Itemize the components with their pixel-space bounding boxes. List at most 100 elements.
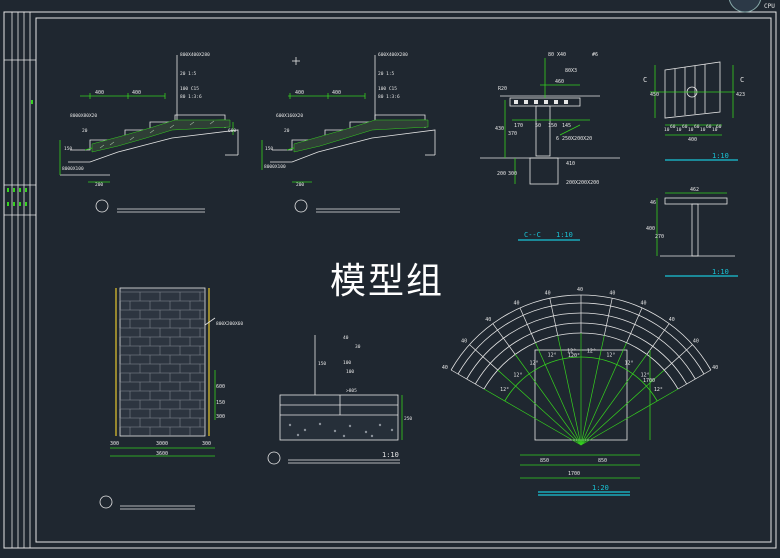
section-title: C--C [524,231,541,239]
title-block-strip [4,12,36,548]
dim-label: 400 [132,90,141,96]
dim-label: 270 [655,234,664,240]
dim-label: 462 [690,187,699,193]
dim-label: 150 [548,123,557,129]
dim-label: 80 X40 [548,52,566,58]
outer-dim-label: 40 [545,290,551,296]
section-mark: C [643,76,647,84]
scale-label: 1:10 [712,152,729,160]
dim-label: 1700 [643,378,655,384]
section-mark: C [740,76,744,84]
dim-label: R20 [498,86,507,92]
dim-label: 10 [688,127,694,133]
dim-label: 300 [216,414,225,420]
corner-badge [728,0,762,13]
spec-label: 800X400X280 [180,52,210,58]
dim-label: 150 [216,400,225,406]
note-label: 20 [82,128,88,134]
outer-dim-label: 40 [442,365,448,371]
dim-label: 46 [650,200,656,206]
outer-dim-label: 40 [577,287,583,293]
angle-label: 120° [568,353,580,359]
spec-label: 80 1:3:6 [180,94,202,100]
fan-bench-plan: 40 40 40 40 40 40 40 40 40 40 40 12° 12° 12° 12° 12° 12°… [442,287,718,496]
scale-label: 1:10 [556,231,573,239]
outer-dim-label: 40 [485,317,491,323]
brick-wall-elevation: 800X200X60 300 3000 300 3600 600 150 300 [99,287,243,510]
dim-label: 60 [682,124,688,130]
angle-label: 12° [567,349,576,355]
outer-dim-label: 40 [693,339,699,345]
dim-label: #6 [592,52,598,58]
dim-label: 3600 [156,451,168,457]
dim-label: 145 [562,123,571,129]
dim-label: 60 [670,124,676,130]
dim-label: 10 [712,127,718,133]
inner-frame [35,17,772,543]
watermark-text: 模型组 [330,261,445,302]
spec-label: 100 C15 [378,86,397,92]
angle-label: 12° [530,361,539,367]
dim-label: 60 [694,124,700,130]
scale-label: 1:20 [592,484,609,492]
dim-label: 300 [202,441,211,447]
spec-label: 20 1:5 [180,71,197,77]
angle-label: 12° [513,372,522,378]
dim-label: 400 [688,137,697,143]
outer-dim-label: 40 [461,339,467,345]
dim-label: 400 [295,90,304,96]
dim-label: 3000 [156,441,168,447]
dim-label: 423 [736,92,745,98]
note-label: 150 [265,146,273,152]
outer-dim-label: 40 [514,300,520,306]
dim-label: 10 [664,127,670,133]
spec-label: 100 C15 [180,86,199,92]
dim-label: 50 [535,123,541,129]
note-label: 20 [284,128,290,134]
dim-label: 250 [404,416,412,422]
spec-label: 600X400X280 [378,52,408,58]
stair-section-1: 400 400 800X400X280 20 1:5 100 C15 80 1:… [59,52,239,213]
outer-dim-label: 40 [669,317,675,323]
angle-label: 12° [606,353,615,359]
scale-label: 1:10 [382,451,399,459]
note-label: 8000X100 [264,164,286,170]
angle-label: 12° [587,349,596,355]
dim-label: 170 [514,123,523,129]
dim-label: 850 [540,458,549,464]
note-label: 600X160X20 [276,113,303,119]
outer-dim-label: 40 [712,365,718,371]
note-label: 8000X100 [62,166,84,172]
dim-label: 10 [676,127,682,133]
dim-label: 100 [343,360,351,366]
dim-label: 850 [598,458,607,464]
dim-label: 370 [508,131,517,137]
dim-label: 300 [110,441,119,447]
dim-label: 10 [700,127,706,133]
dim-label: 80X3 [565,68,577,74]
dim-label: 40 [343,335,349,341]
angle-label: 12° [625,361,634,367]
outer-dim-label: 40 [640,300,646,306]
dim-label: 60 [706,124,712,130]
note-label: 200 [95,182,103,188]
dim-label: 430 [495,126,504,132]
outer-dim-label: 40 [609,290,615,296]
angle-label: 12° [641,372,650,378]
note-label: 6 250X200X20 [556,136,592,142]
note-label: 200 [296,182,304,188]
bench-section-cc: 80 X40 80X3 #6 460 R20 430 370 200 300 1… [480,52,620,241]
dim-label: 400 [646,226,655,232]
dim-label: 30 [355,344,361,350]
note-label: 150 [64,146,72,152]
note-label: 200X200X200 [566,180,599,186]
note-label: 800X200X60 [216,321,243,327]
note-label: 600 [228,128,236,134]
bench-plan: C C 450 423 10 60 10 60 10 60 10 60 10 6… [643,61,745,161]
angle-label: 12° [548,353,557,359]
dim-label: 60 [716,124,722,130]
bench-elevation: 462 46 400 270 1:10 [646,187,738,277]
stair-section-2: 400 400 600X400X280 20 1:5 100 C15 80 1:… [261,52,436,213]
